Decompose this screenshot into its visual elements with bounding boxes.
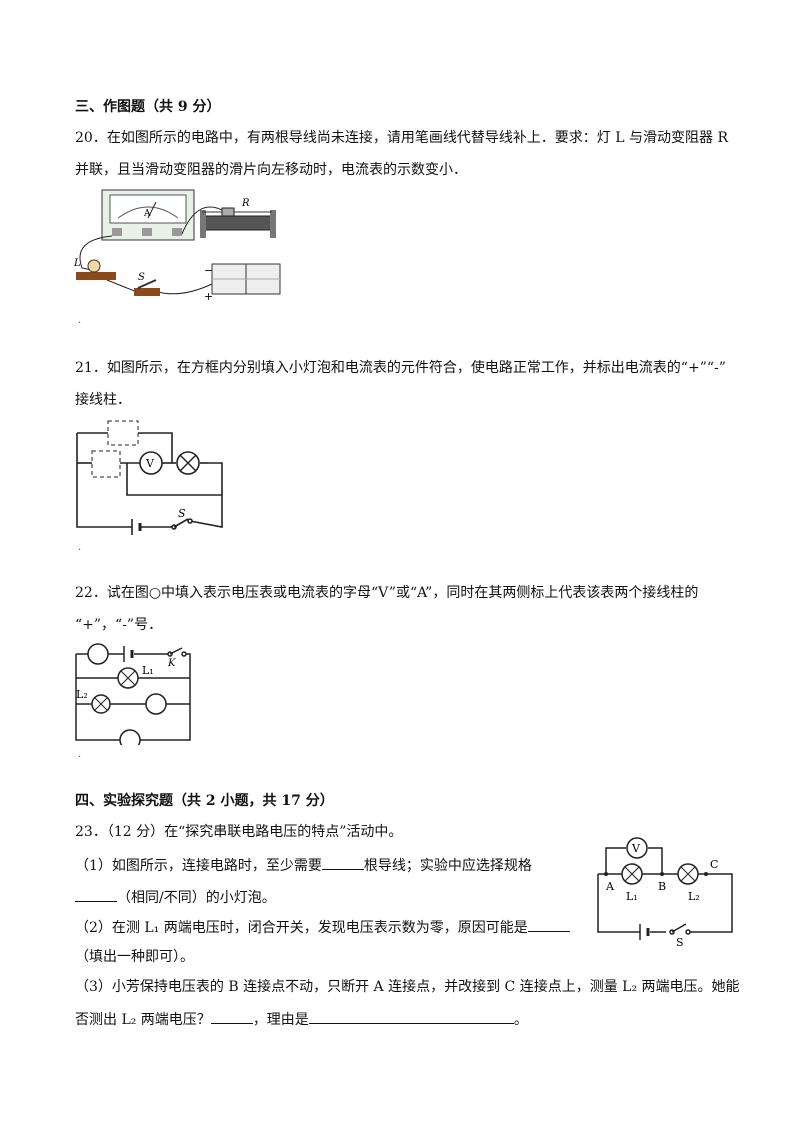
q23-part1-line2: （相同/不同）的小灯泡。 (75, 887, 276, 908)
q23-part1-text-c: （相同/不同）的小灯泡。 (117, 890, 276, 906)
meter-circle-bottom (119, 729, 141, 745)
q23-part3-text-c: ，理由是 (252, 1012, 309, 1028)
node-b (660, 872, 664, 876)
dot-mark: · (78, 752, 82, 763)
q23-part3-text-d: 。 (513, 1012, 528, 1028)
q23-part1-text-a: （1）如图所示，连接电路时，至少需要 (75, 858, 322, 874)
q23-head: 23．（12 分）在“探究串联电路电压的特点”活动中。 (75, 824, 403, 840)
dot-mark: · (78, 318, 82, 329)
switch-label: S (178, 507, 186, 520)
battery-icon (211, 263, 281, 295)
lamp-l1-label: L₁ (626, 890, 638, 903)
point-c-label: C (710, 858, 718, 871)
battery-icon (639, 924, 650, 940)
answer-blank[interactable] (527, 917, 570, 932)
lamp-l1-icon (117, 667, 139, 689)
dot-mark: · (78, 545, 82, 556)
switch-label: K (167, 658, 176, 669)
lamp-l2-label: L₂ (688, 890, 700, 903)
q22-line-1: 22．试在图○中填入表示电压表或电流表的字母“V”或“A”，同时在其两侧标上代表… (75, 585, 699, 601)
battery-plus-label: + (204, 290, 213, 303)
dashed-box-left (91, 450, 121, 478)
lamp-l1-icon (621, 863, 643, 885)
switch-icon (134, 279, 160, 296)
q23-part2-line2: （填出一种即可）。 (75, 949, 194, 965)
lamp-label: L (73, 258, 81, 269)
q23-part3-line1: （3）小芳保持电压表的 B 连接点不动，只断开 A 连接点，并改接到 C 连接点… (75, 979, 740, 995)
q20-line-2: 并联，且当滑动变阻器的滑片向左移动时，电流表的示数变小． (75, 162, 467, 178)
point-a-label: A (605, 880, 615, 893)
ammeter-icon (101, 189, 195, 241)
q20-line-1: 20．在如图所示的电路中，有两根导线尚未连接，请用笔画线代替导线补上．要求：灯 … (75, 130, 729, 146)
q23-part3-line2: 否测出 L₂ 两端电压？ ，理由是 。 (75, 1009, 528, 1030)
switch-label: S (138, 272, 145, 283)
switch-label: S (676, 936, 684, 946)
voltmeter-icon (626, 837, 648, 859)
answer-blank[interactable] (308, 1009, 514, 1024)
battery-icon (131, 519, 142, 535)
answer-blank[interactable] (210, 1009, 253, 1024)
voltmeter-label: V (631, 842, 641, 855)
q23-part2-text-a: （2）在测 L₁ 两端电压时，闭合开关，发现电压表示数为零，原因可能是 (75, 920, 528, 936)
rheostat-icon (200, 207, 276, 238)
q21-circuit-figure: V S (76, 420, 223, 535)
lamp-l2-icon (677, 863, 699, 885)
answer-blank[interactable] (321, 855, 364, 870)
dashed-box-top (107, 420, 139, 446)
voltmeter-icon (139, 451, 163, 475)
battery-icon (123, 646, 134, 662)
q23-part1-line1: （1）如图所示，连接电路时，至少需要 根导线；实验中应选择规格 (75, 855, 532, 876)
switch-icon (171, 518, 193, 530)
battery-minus-label: − (204, 264, 213, 277)
meter-circle-middle (145, 693, 167, 715)
q23-part3-text-b: 否测出 L₂ 两端电压？ (75, 1012, 211, 1028)
q23-part1-text-b: 根导线；实验中应选择规格 (363, 858, 532, 874)
lamp-l2-label: L₂ (76, 688, 88, 701)
q22-circuit-figure: K L₁ L₂ (75, 643, 191, 745)
q20-circuit-figure: A R L S − + (73, 189, 281, 303)
q23-circuit-figure: V A B C L₁ L₂ S (597, 837, 733, 946)
lamp-l1-label: L₁ (142, 664, 154, 677)
q21-line-1: 21．如图所示，在方框内分别填入小灯泡和电流表的元件符合，使电路正常工作，并标出… (75, 360, 726, 376)
section-4-title: 四、实验探究题（共 2 小题，共 17 分） (75, 793, 334, 809)
meter-circle-top (87, 643, 109, 665)
switch-icon (167, 647, 187, 657)
lamp-l2-icon (91, 694, 111, 714)
q23-part2-line1: （2）在测 L₁ 两端电压时，闭合开关，发现电压表示数为零，原因可能是 (75, 917, 570, 938)
answer-blank[interactable] (75, 887, 117, 902)
node-c (704, 872, 708, 876)
q21-line-2: 接线柱． (75, 392, 131, 408)
point-b-label: B (658, 880, 666, 893)
voltmeter-label: V (145, 457, 155, 470)
ammeter-label: A (143, 209, 151, 219)
rheostat-label: R (241, 198, 250, 209)
lamp-icon (76, 259, 116, 280)
switch-icon (669, 923, 691, 935)
q22-line-2: “+”，“-”号． (75, 617, 163, 633)
lamp-icon (176, 451, 200, 475)
section-3-title: 三、作图题（共 9 分） (75, 99, 221, 115)
node-a (604, 872, 608, 876)
